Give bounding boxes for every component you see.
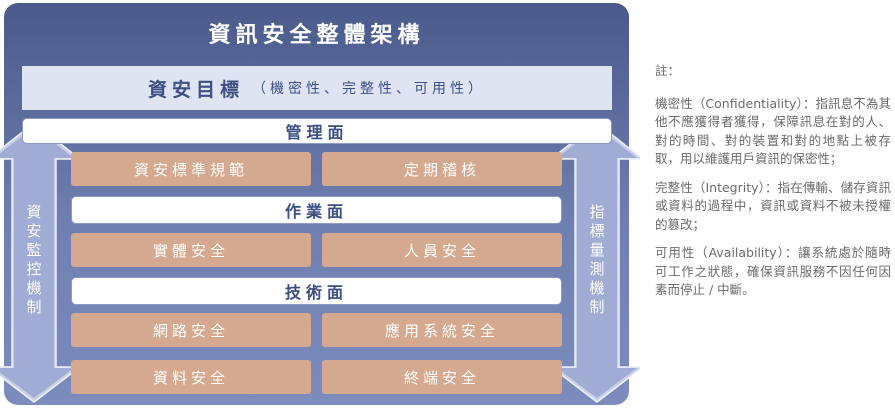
application-security-box: 應用系統安全 — [322, 313, 562, 347]
management-layer: 管理面 — [22, 118, 612, 144]
data-security-box: 資料安全 — [71, 360, 311, 394]
metrics-mechanism-label: 指標量測機制 — [589, 203, 605, 316]
personnel-security-box: 人員安全 — [322, 233, 562, 267]
network-security-box: 網路安全 — [71, 313, 311, 347]
side-arrows — [0, 122, 640, 403]
diagram-title: 資訊安全整體架構 — [208, 23, 425, 48]
note-confidentiality: 機密性（Confidentiality）：指訊息不為其他不應獲得者獲得，保障訊息… — [655, 95, 891, 167]
security-goal-bar: 資安目標 （機密性、完整性、可用性） — [22, 66, 612, 110]
notes-panel: 註： 機密性（Confidentiality）：指訊息不為其他不應獲得者獲得，保… — [655, 62, 891, 310]
physical-security-box: 實體安全 — [71, 233, 311, 267]
standards-box: 資安標準規範 — [71, 152, 311, 186]
technical-layer: 技術面 — [71, 277, 562, 305]
audit-box: 定期稽核 — [322, 152, 562, 186]
note-availability: 可用性（Availability）：讓系統處於隨時可工作之狀態，確保資訊服務不因… — [655, 245, 891, 297]
operation-layer: 作業面 — [71, 196, 562, 224]
notes-header: 註： — [655, 63, 681, 78]
goal-detail: （機密性、完整性、可用性） — [252, 81, 486, 97]
goal-label: 資安目標 — [147, 78, 244, 101]
endpoint-security-box: 終端安全 — [322, 360, 562, 394]
monitoring-mechanism-label: 資安監控機制 — [26, 203, 42, 316]
note-integrity: 完整性（Integrity）：指在傳輸、儲存資訊或資料的過程中，資訊或資料不被未… — [655, 179, 891, 232]
